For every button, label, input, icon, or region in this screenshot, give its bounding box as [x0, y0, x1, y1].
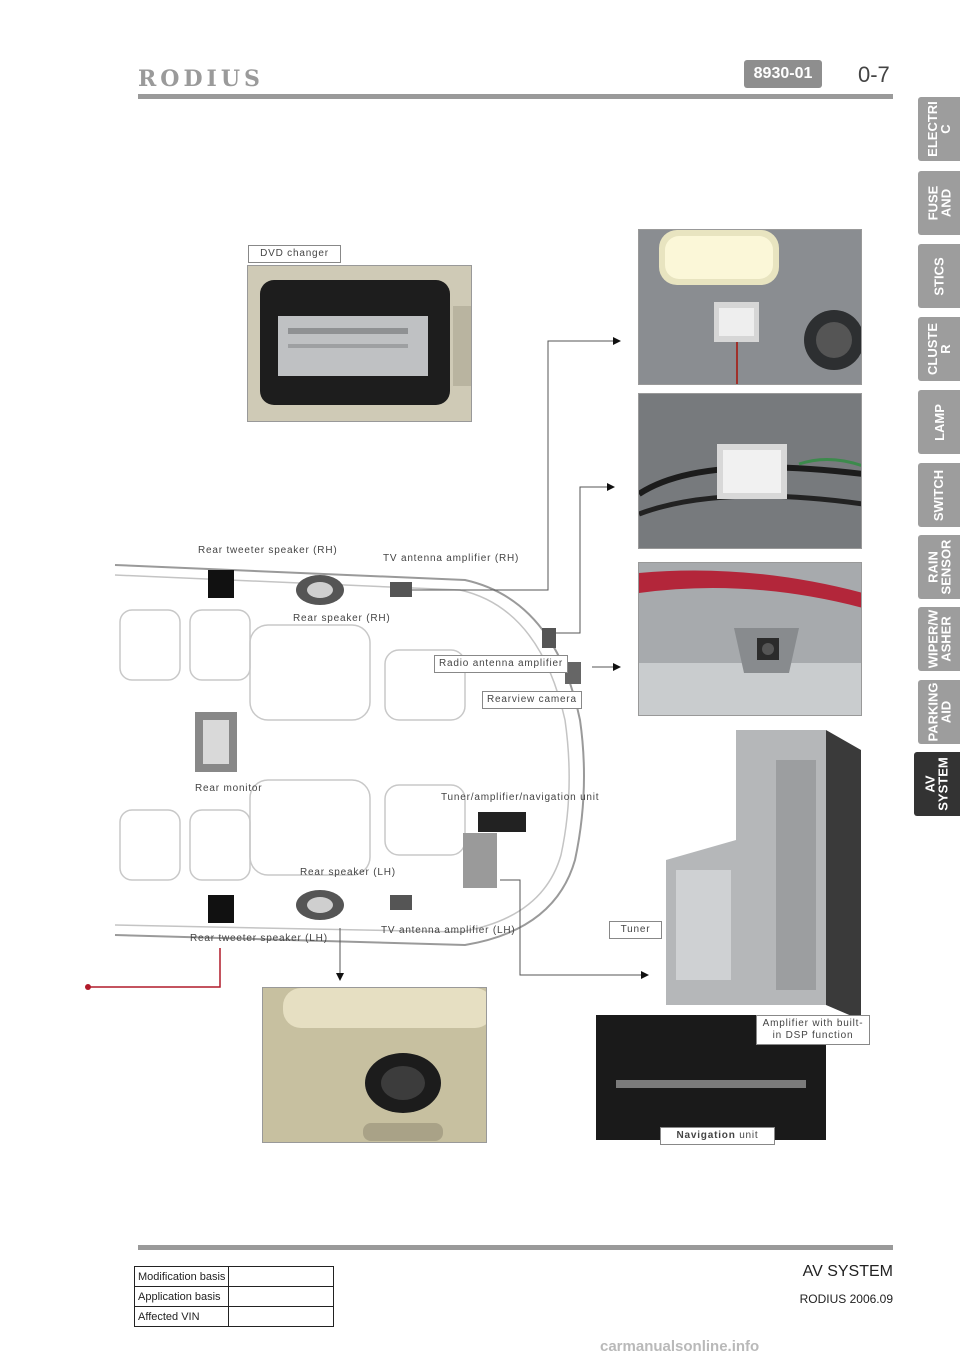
- rear-speaker-lh-label: Rear speaker (LH): [300, 867, 396, 878]
- rear-tweeter-lh-label: Rear tweeter speaker (LH): [190, 933, 328, 944]
- dvd-changer-label: DVD changer: [248, 245, 341, 263]
- rearview-camera-label: Rearview camera: [482, 691, 582, 709]
- navigation-unit-label: Navigation unit: [660, 1127, 775, 1145]
- tuner-unit-label: Tuner/amplifier/navigation unit: [441, 792, 600, 803]
- tv-antenna-lh-label: TV antenna amplifier (LH): [381, 925, 516, 936]
- rear-speaker-lh-photo: [262, 987, 487, 1143]
- table-label: Application basis: [133, 1286, 230, 1307]
- rear-monitor-label: Rear monitor: [195, 783, 263, 794]
- page-number: 0-7: [858, 62, 890, 87]
- table-value: [228, 1306, 334, 1327]
- side-tab-diagnostics[interactable]: STICS: [918, 244, 960, 308]
- side-tab-wiper-washer[interactable]: WIPER/W ASHER: [918, 607, 960, 671]
- table-label: Modification basis: [133, 1266, 230, 1287]
- side-tab-cluster[interactable]: CLUSTE R: [918, 317, 960, 381]
- side-tab-parking-aid[interactable]: PARKING AID: [918, 680, 960, 744]
- table-label: Affected VIN: [133, 1306, 230, 1327]
- section-code-badge: 8930-01: [744, 60, 822, 88]
- side-tab-fuse[interactable]: FUSE AND: [918, 171, 960, 235]
- tv-antenna-rh-photo: [638, 229, 862, 385]
- side-tab-av-system[interactable]: AV SYSTEM: [914, 752, 960, 816]
- tv-antenna-rh-label: TV antenna amplifier (RH): [383, 553, 520, 564]
- rear-speaker-rh-label: Rear speaker (RH): [293, 613, 391, 624]
- side-tab-electric[interactable]: ELECTRI C: [918, 97, 960, 161]
- rearview-camera-photo: [638, 562, 862, 716]
- rear-tweeter-rh-label: Rear tweeter speaker (RH): [198, 545, 338, 556]
- dvd-changer-photo: [247, 265, 472, 422]
- side-tab-switch[interactable]: SWITCH: [918, 463, 960, 527]
- tuner-amplifier-unit-photo: [596, 730, 864, 1140]
- amplifier-label: Amplifier with built-in DSP function: [756, 1015, 870, 1045]
- footer-divider: [138, 1245, 893, 1250]
- table-value: [228, 1266, 334, 1287]
- watermark-text: carmanualsonline.info: [600, 1338, 760, 1355]
- vehicle-layout-diagram: [114, 564, 585, 947]
- table-value: [228, 1286, 334, 1307]
- footer-section-title: AV SYSTEM: [802, 1263, 893, 1280]
- radio-antenna-label: Radio antenna amplifier: [434, 655, 569, 673]
- tuner-label: Tuner: [609, 921, 662, 939]
- side-tab-lamp[interactable]: LAMP: [918, 390, 960, 454]
- footer-model-date: RODIUS 2006.09: [799, 1292, 893, 1306]
- side-tab-rain-sensor[interactable]: RAIN SENSOR: [918, 535, 960, 599]
- brand-logo: RODIUS: [138, 66, 264, 92]
- header-divider: [138, 94, 893, 99]
- radio-antenna-photo: [638, 393, 862, 549]
- table-row: Application basis: [133, 1286, 334, 1307]
- table-row: Modification basis: [133, 1266, 334, 1287]
- table-row: Affected VIN: [133, 1306, 334, 1327]
- modification-table: Modification basis Application basis Aff…: [133, 1266, 334, 1327]
